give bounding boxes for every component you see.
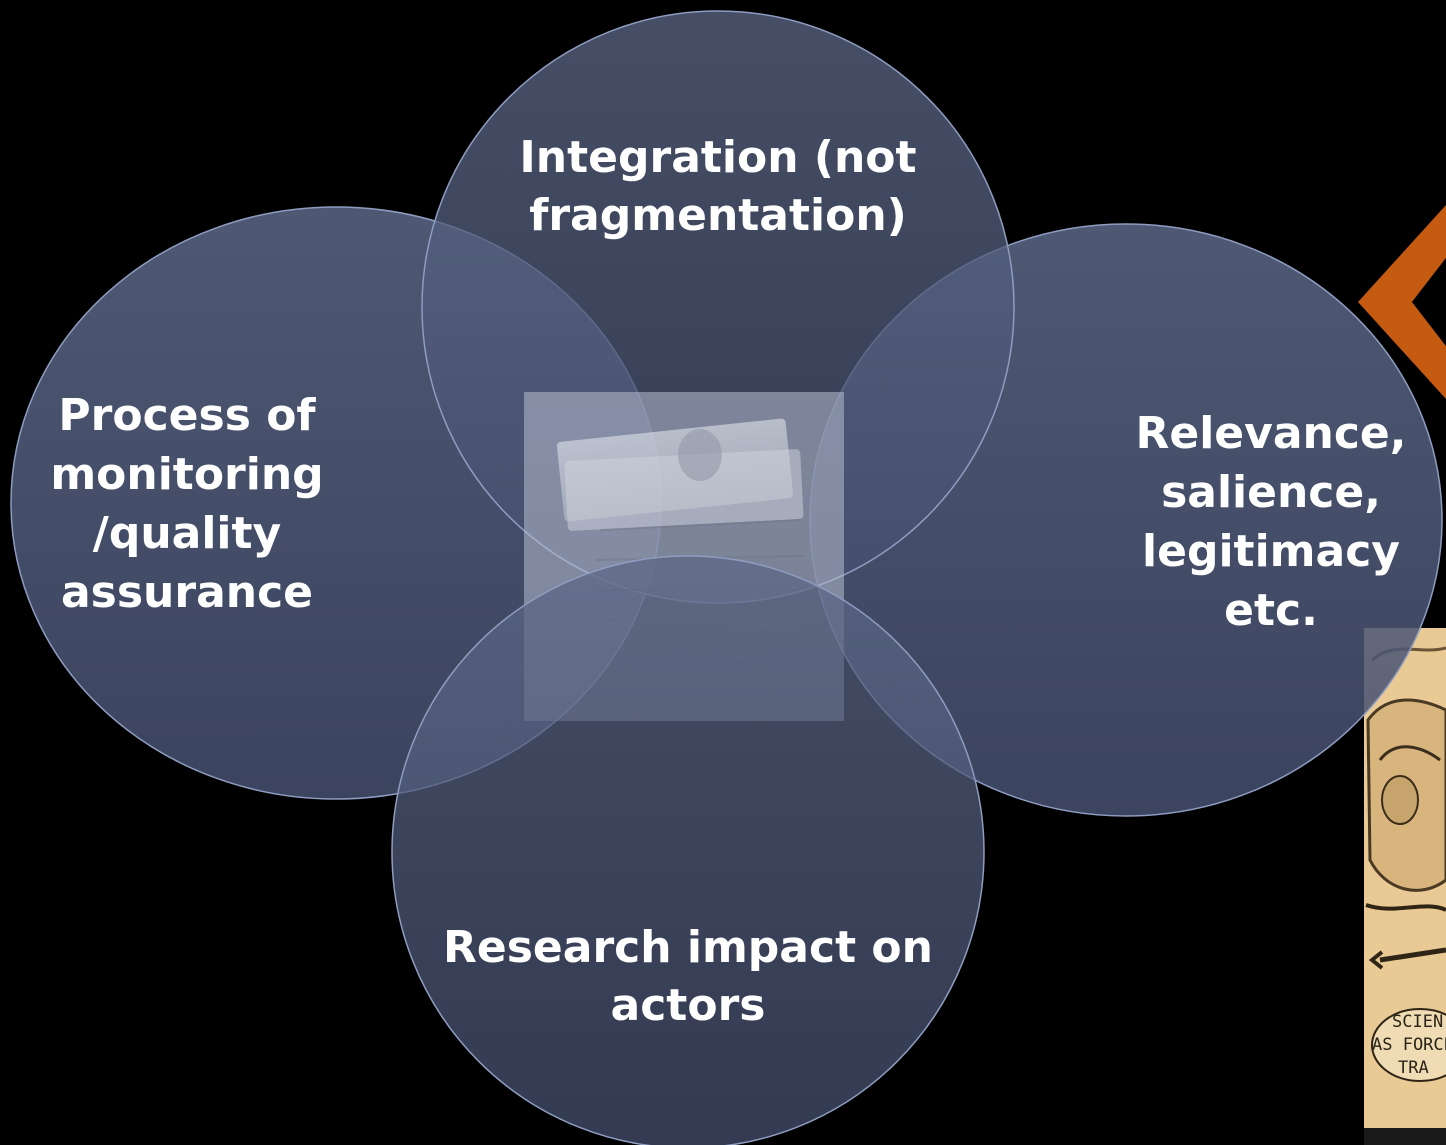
cartoon-text-line-2: AS FORCE <box>1372 1035 1446 1055</box>
circle-bottom-label-line-1: Research impact on <box>443 922 933 973</box>
circle-right-label: Relevance, salience, legitimacy etc. <box>1136 408 1407 636</box>
chevron-icon <box>1358 205 1446 399</box>
circle-left-label-line-1: Process of <box>58 390 316 441</box>
circle-left-label-line-4: assurance <box>61 567 313 618</box>
circle-top-label: Integration (not fragmentation) <box>519 132 916 241</box>
cartoon-text-line-1: SCIEN <box>1392 1012 1443 1032</box>
circle-top-label-line-2: fragmentation) <box>529 190 907 241</box>
circle-bottom-label: Research impact on actors <box>443 922 933 1031</box>
circle-right-label-line-2: salience, <box>1161 467 1381 518</box>
circle-right-label-line-3: legitimacy <box>1142 526 1400 577</box>
circle-right-label-line-1: Relevance, <box>1136 408 1407 459</box>
cartoon-image: SCIEN AS FORCE TRA <box>1364 628 1446 1145</box>
cartoon-text-line-3: TRA <box>1398 1058 1429 1078</box>
circle-left-label-line-3: /quality <box>93 508 281 559</box>
circle-left-label: Process of monitoring /quality assurance <box>50 390 323 618</box>
circle-top-label-line-1: Integration (not <box>519 132 916 183</box>
circle-left-label-line-2: monitoring <box>50 449 323 500</box>
circle-right-label-line-4: etc. <box>1224 585 1318 636</box>
venn-circles <box>10 10 1443 1145</box>
circle-bottom-label-line-2: actors <box>611 980 766 1031</box>
circle-bottom <box>391 555 985 1145</box>
